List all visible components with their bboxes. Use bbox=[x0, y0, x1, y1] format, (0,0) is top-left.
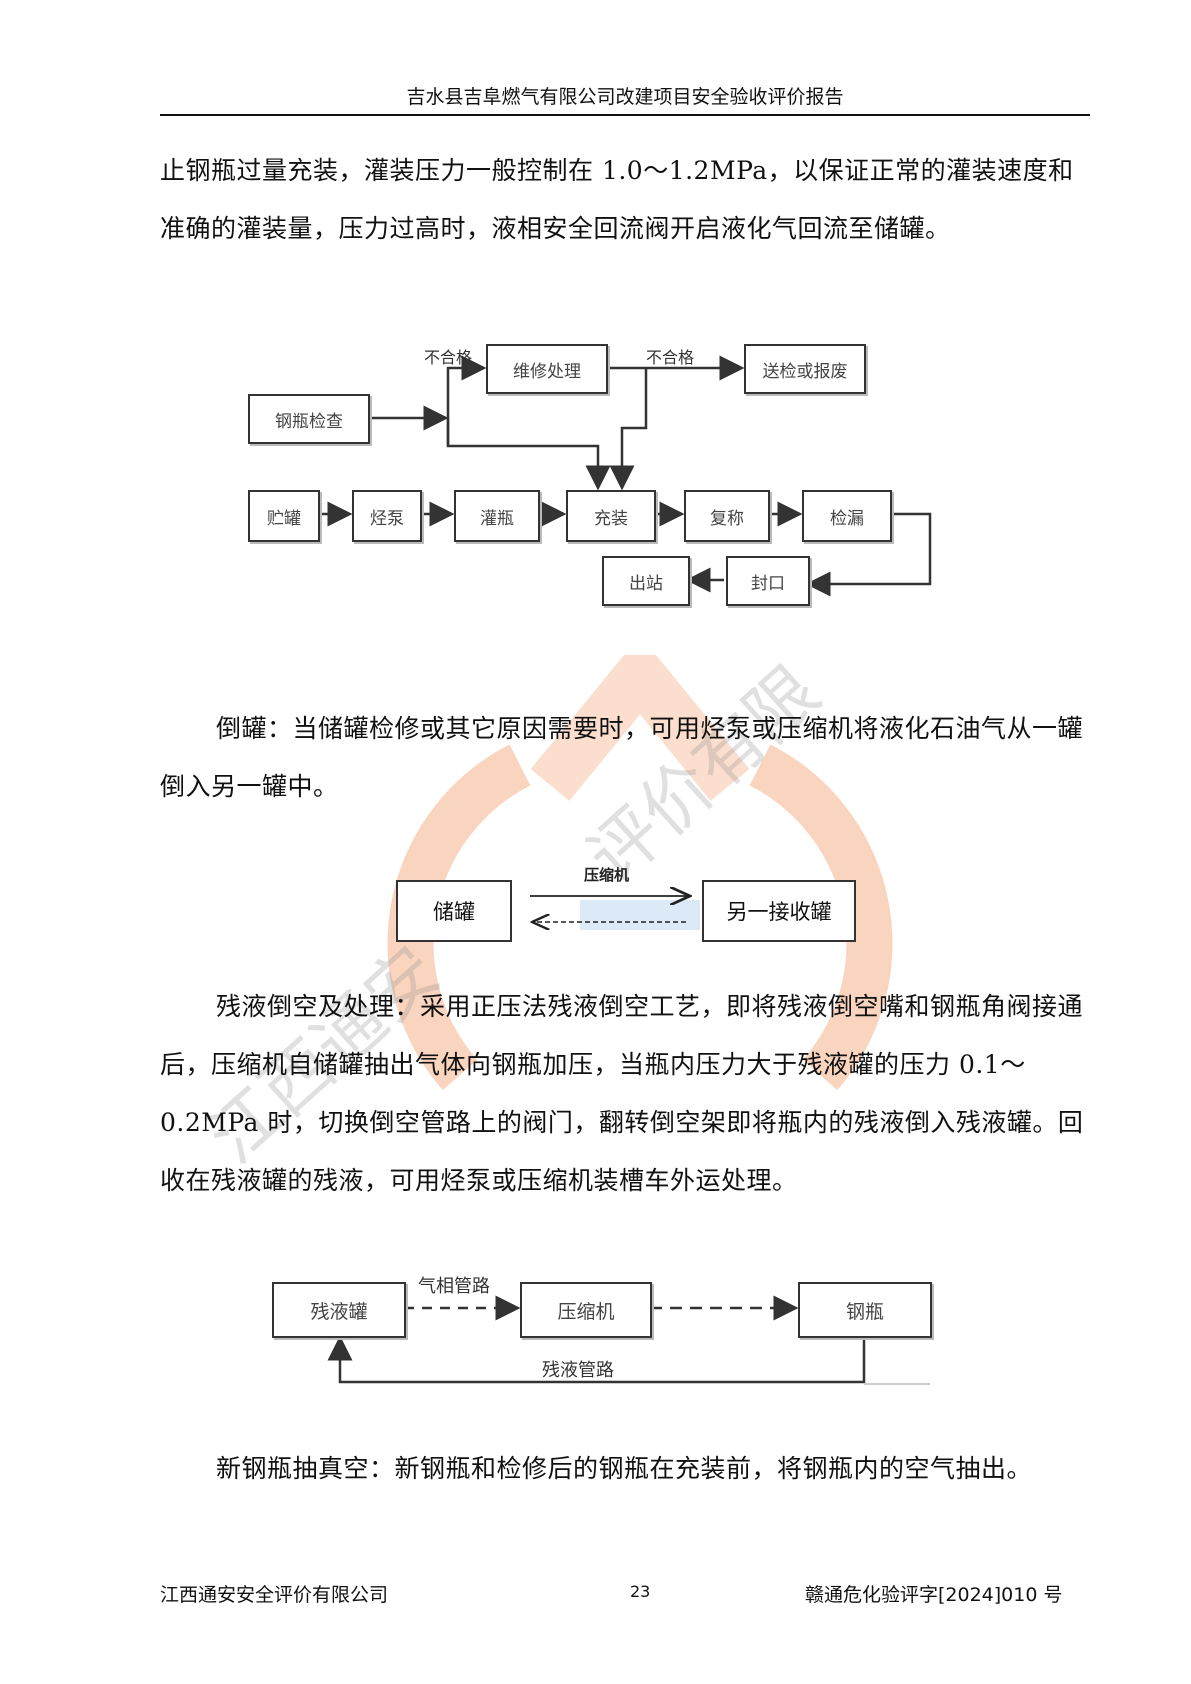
page-header: 吉水县吉阜燃气有限公司改建项目安全验收评价报告 bbox=[160, 84, 1090, 116]
paragraph: 残液倒空及处理：采用正压法残液倒空工艺，即将残液倒空嘴和钢瓶角阀接通后，压缩机自… bbox=[160, 992, 1084, 1195]
gas-line-label: 气相管路 bbox=[418, 1276, 490, 1297]
paragraph: 倒罐：当储罐检修或其它原因需要时，可用烃泵或压缩机将液化石油气从一罐倒入另一罐中… bbox=[160, 714, 1084, 801]
paragraph: 新钢瓶抽真空：新钢瓶和检修后的钢瓶在充装前，将钢瓶内的空气抽出。 bbox=[216, 1454, 1033, 1483]
box-cylinder: 钢瓶 bbox=[798, 1282, 932, 1338]
box-compressor: 压缩机 bbox=[520, 1282, 652, 1338]
box-leak-check: 检漏 bbox=[802, 490, 892, 542]
box-repair: 维修处理 bbox=[486, 344, 608, 394]
box-reweigh: 复称 bbox=[684, 490, 770, 542]
flow-connectors bbox=[318, 355, 932, 597]
tank-transfer-diagram: 压缩机 储罐 另一接收罐 bbox=[396, 0, 1191, 960]
document-number: 赣通危化验评字[2024]010 号 bbox=[805, 1584, 1063, 1606]
box-storage-tank: 储罐 bbox=[396, 880, 512, 942]
box-bottling: 灌瓶 bbox=[454, 490, 540, 542]
box-seal: 封口 bbox=[726, 556, 810, 606]
fail-label: 不合格 bbox=[646, 348, 695, 367]
filling-flow-diagram: 不合格 不合格 钢瓶检查 维修处理 送检或报废 贮罐 烃泵 灌瓶 充装 复称 检… bbox=[0, 0, 1191, 620]
box-storage-tank: 贮罐 bbox=[248, 490, 320, 542]
fail-label: 不合格 bbox=[424, 348, 473, 367]
box-residue-tank: 残液罐 bbox=[272, 1282, 406, 1338]
compressor-label: 压缩机 bbox=[584, 866, 630, 884]
liquid-line-label: 残液管路 bbox=[542, 1360, 614, 1381]
box-cylinder-inspection: 钢瓶检查 bbox=[248, 394, 370, 444]
box-receiving-tank: 另一接收罐 bbox=[702, 880, 856, 942]
footer-company: 江西通安安全评价有限公司 bbox=[160, 1584, 389, 1606]
box-filling: 充装 bbox=[566, 490, 656, 542]
page-number: 23 bbox=[630, 1582, 651, 1601]
paragraph: 止钢瓶过量充装，灌装压力一般控制在 1.0～1.2MPa，以保证正常的灌装速度和… bbox=[160, 156, 1074, 243]
transfer-connectors bbox=[530, 0, 1191, 960]
residue-flow-diagram: 气相管路 残液管路 残液罐 压缩机 钢瓶 bbox=[272, 1276, 932, 1385]
residue-connectors bbox=[327, 1295, 930, 1385]
box-exit-station: 出站 bbox=[602, 556, 690, 606]
box-send-or-scrap: 送检或报废 bbox=[744, 344, 866, 394]
box-pump: 烃泵 bbox=[352, 490, 422, 542]
